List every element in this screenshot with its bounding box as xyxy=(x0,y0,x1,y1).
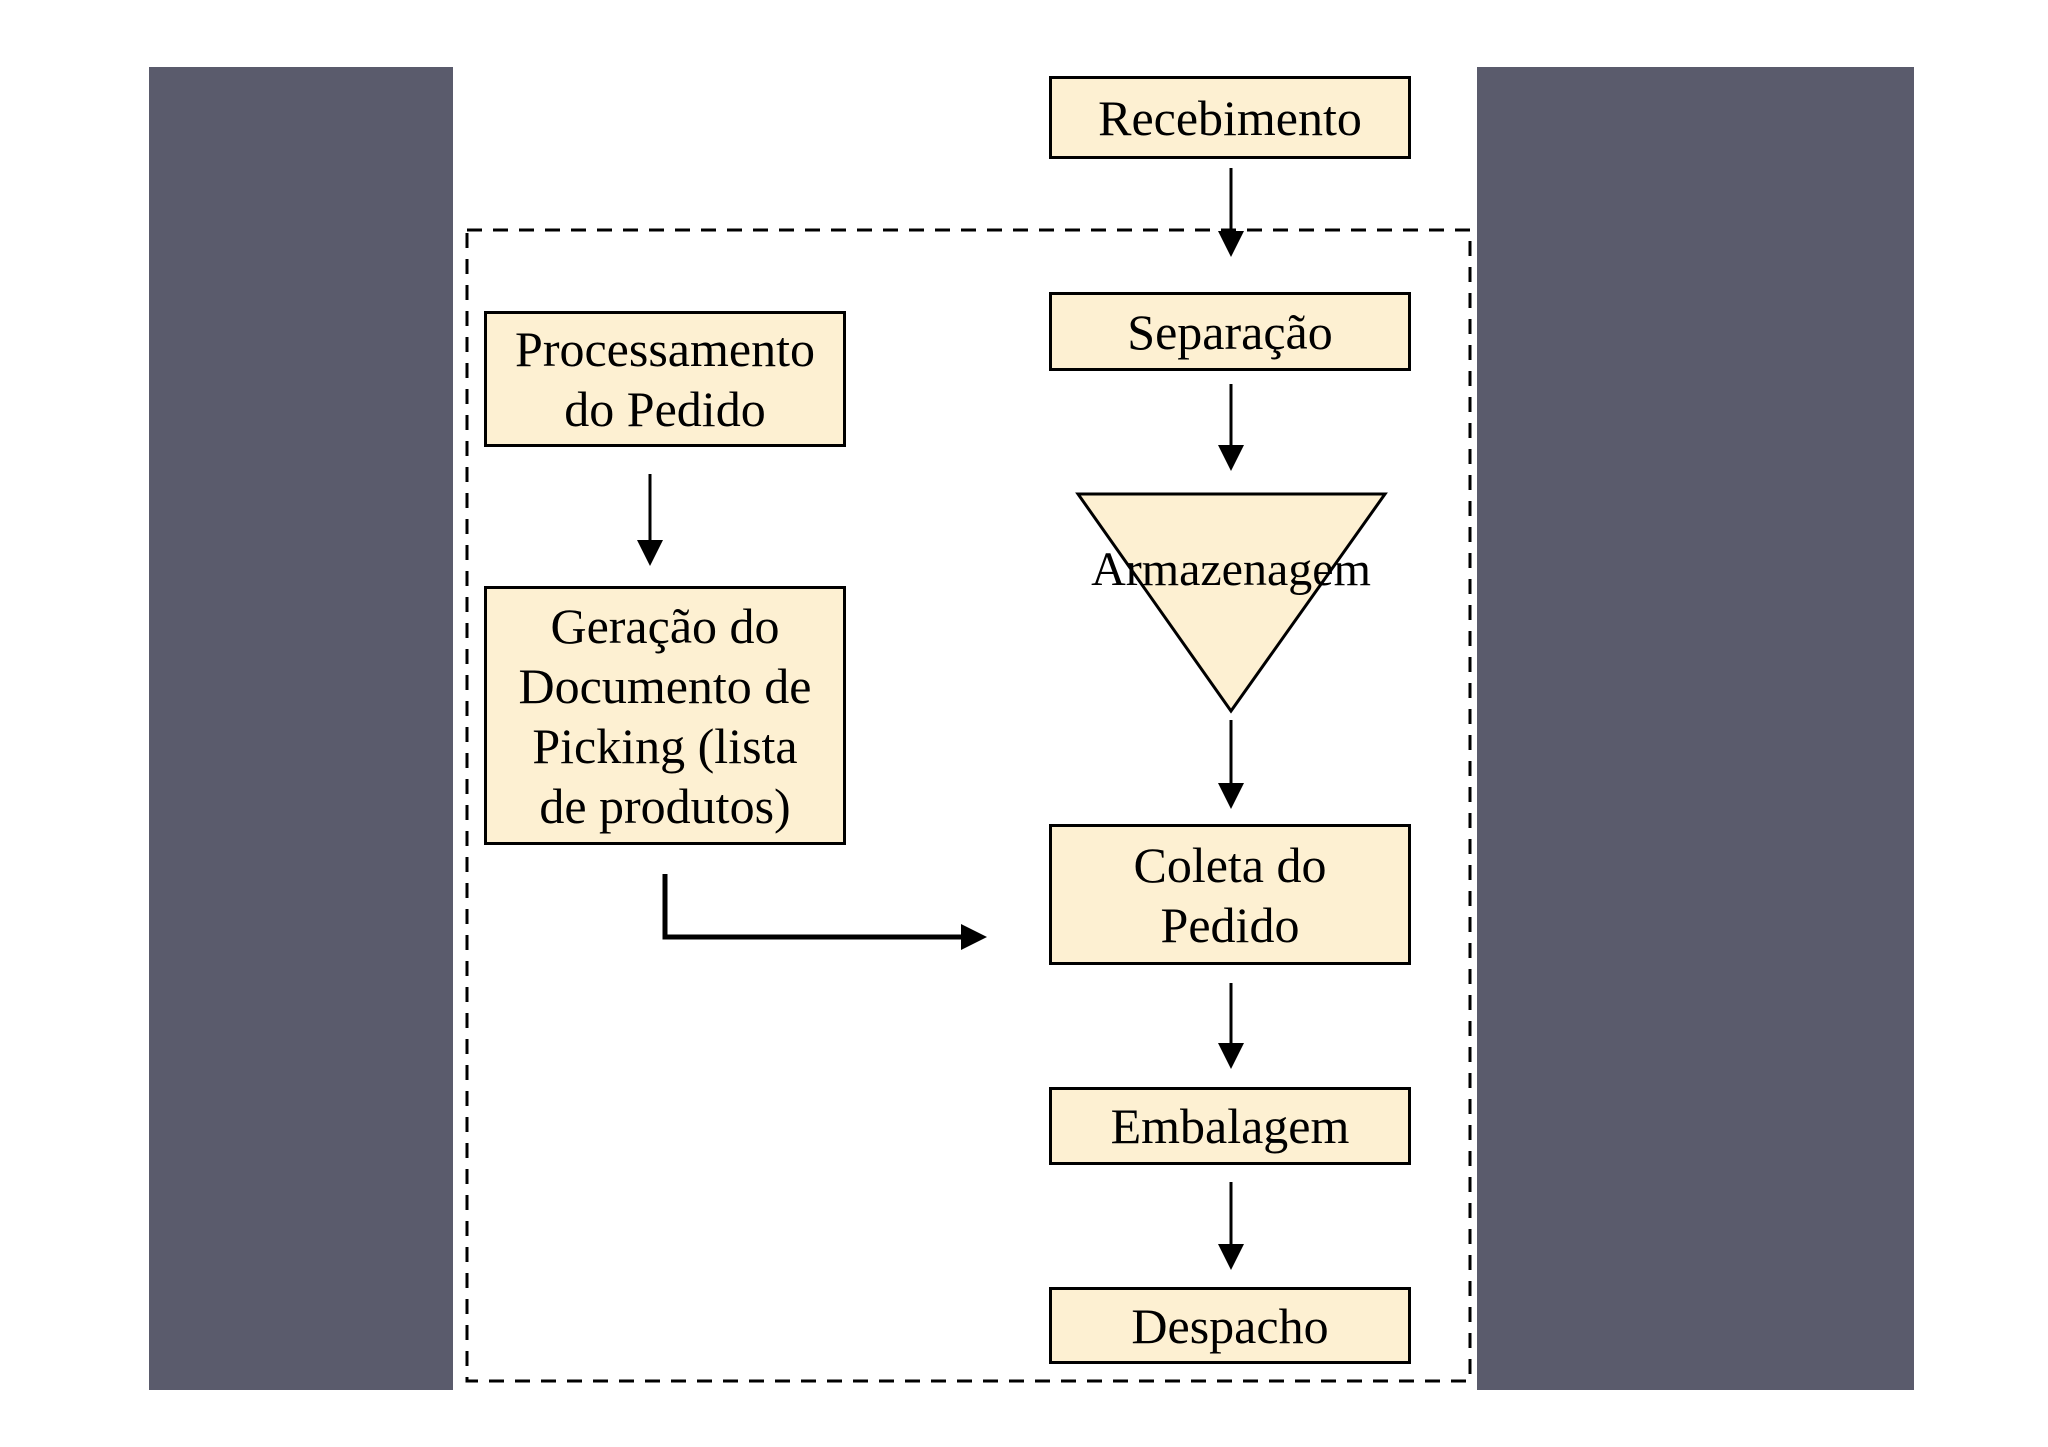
arrow-embalagem-to-despacho xyxy=(1218,1182,1244,1270)
node-label: Despacho xyxy=(1131,1297,1329,1354)
arrowhead xyxy=(1218,783,1244,809)
arrowhead xyxy=(637,540,663,566)
node-armazenagem-label: Armazenagem xyxy=(1091,543,1371,596)
node-recebimento: Recebimento xyxy=(1049,76,1411,159)
slide-side-panel-left xyxy=(149,67,453,1390)
node-label: Recebimento xyxy=(1098,89,1362,146)
node-embalagem: Embalagem xyxy=(1049,1087,1411,1165)
node-processamento-do-pedido: Processamento do Pedido xyxy=(484,311,846,447)
warehouse-boundary-dashed-frame xyxy=(465,228,1472,1383)
arrow-geracao-to-coleta xyxy=(662,874,987,950)
arrow-processamento-to-geracao xyxy=(637,474,663,566)
slide-side-panel-right xyxy=(1477,67,1914,1390)
arrow-coleta-to-embalagem xyxy=(1218,983,1244,1069)
node-despacho: Despacho xyxy=(1049,1287,1411,1364)
node-label-line: Documento de xyxy=(518,657,812,714)
node-label-line: Pedido xyxy=(1160,896,1300,953)
arrow-elbow-shaft xyxy=(662,874,970,940)
node-label: Separação xyxy=(1127,303,1333,360)
arrowhead xyxy=(1218,1043,1244,1069)
node-label-line: Geração do xyxy=(550,597,780,654)
armazenagem-triangle xyxy=(1075,492,1388,714)
arrow-separacao-to-armazenagem xyxy=(1218,384,1244,471)
arrowhead xyxy=(1218,445,1244,471)
arrow-recebimento-to-separacao xyxy=(1218,168,1244,257)
arrowhead xyxy=(961,924,987,950)
node-coleta-do-pedido: Coleta do Pedido xyxy=(1049,824,1411,965)
node-separacao: Separação xyxy=(1049,292,1411,371)
node-label-line: Coleta do xyxy=(1133,836,1327,893)
node-label-line: do Pedido xyxy=(564,381,766,437)
arrowhead xyxy=(1218,1244,1244,1270)
arrow-armazenagem-to-coleta xyxy=(1218,720,1244,809)
node-label-line: de produtos) xyxy=(539,777,791,834)
node-label-line: Processamento xyxy=(515,321,815,377)
node-label: Embalagem xyxy=(1110,1098,1350,1154)
node-label-line: Picking (lista xyxy=(532,717,798,774)
arrowhead xyxy=(1218,231,1244,257)
node-geracao-documento-picking: Geração do Documento de Picking (lista d… xyxy=(484,586,846,845)
